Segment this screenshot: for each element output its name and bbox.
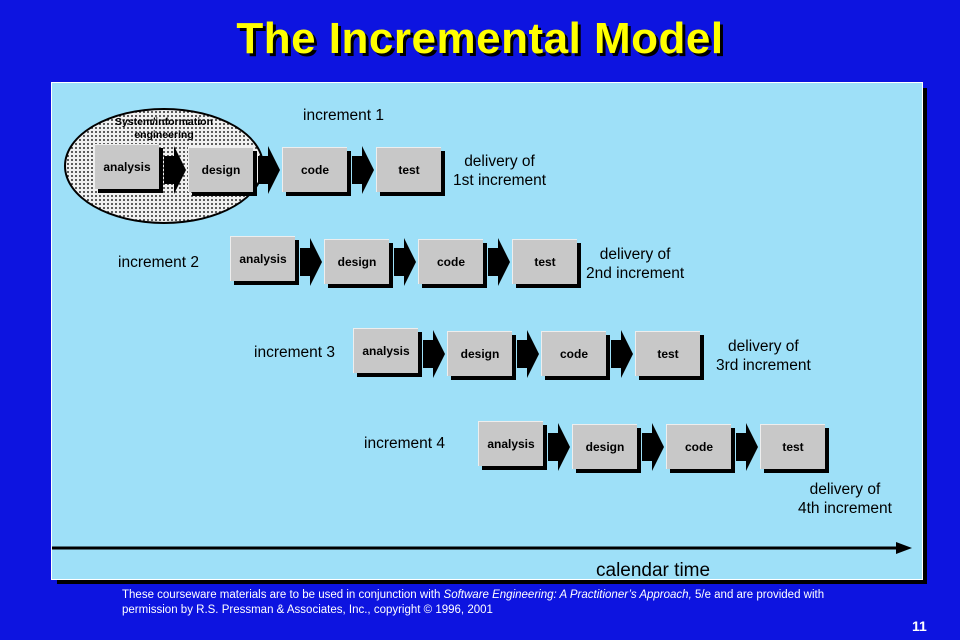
phase-arrow-icon [736,423,758,471]
delivery-line: delivery of [599,246,671,263]
phase-arrow-icon [258,146,280,194]
increment-label: increment 3 [254,344,335,361]
delivery-label: delivery of 1st increment [453,152,546,190]
phase-arrow-icon [164,146,186,194]
delivery-label: delivery of 2nd increment [586,245,684,283]
delivery-line: delivery of [464,153,535,170]
delivery-line: delivery of [728,338,799,355]
increment-label: increment 1 [303,107,384,124]
system-engineering-label: System/information engineering [114,116,214,141]
slide-title: The Incremental Model [236,14,724,63]
increment-label: increment 2 [118,254,199,271]
phase-box-design: design [572,424,637,469]
axis-arrowhead [896,542,912,554]
phase-arrow-icon [517,330,539,378]
phase-arrow-icon [488,238,510,286]
delivery-line: 2nd increment [586,265,685,282]
phase-arrow-icon [352,146,374,194]
delivery-label: delivery of 4th increment [798,480,892,518]
phase-arrow-icon [611,330,633,378]
phase-box-code: code [282,147,347,192]
phase-box-analysis: analysis [230,236,295,281]
phase-box-test: test [512,239,577,284]
phase-box-analysis: analysis [478,421,543,466]
phase-box-code: code [541,331,606,376]
delivery-label: delivery of 3rd increment [716,337,811,375]
phase-box-test: test [376,147,441,192]
phase-box-code: code [666,424,731,469]
phase-box-test: test [635,331,700,376]
phase-arrow-icon [423,330,445,378]
phase-box-analysis: analysis [353,328,418,373]
delivery-line: 4th increment [798,500,892,517]
delivery-line: 1st increment [453,172,547,189]
phase-box-code: code [418,239,483,284]
footer-book-title: Software Engineering: A Practitioner’s A… [443,589,692,601]
page-number: 11 [912,618,927,634]
phase-box-design: design [188,147,253,192]
increment-label: increment 4 [364,435,445,452]
delivery-line: delivery of [809,481,881,498]
delivery-line: 3rd increment [716,357,811,374]
phase-box-test: test [760,424,825,469]
phase-arrow-icon [394,238,416,286]
axis-label: calendar time [596,560,711,581]
phase-box-design: design [324,239,389,284]
copyright-footer: These courseware materials are to be use… [122,588,882,618]
footer-suffix: 5/e and are provided with permission by … [122,589,825,616]
phase-arrow-icon [300,238,322,286]
footer-prefix: These courseware materials are to be use… [122,589,444,601]
phase-box-analysis: analysis [94,144,159,189]
phase-box-design: design [447,331,512,376]
phase-arrow-icon [642,423,664,471]
phase-arrow-icon [548,423,570,471]
